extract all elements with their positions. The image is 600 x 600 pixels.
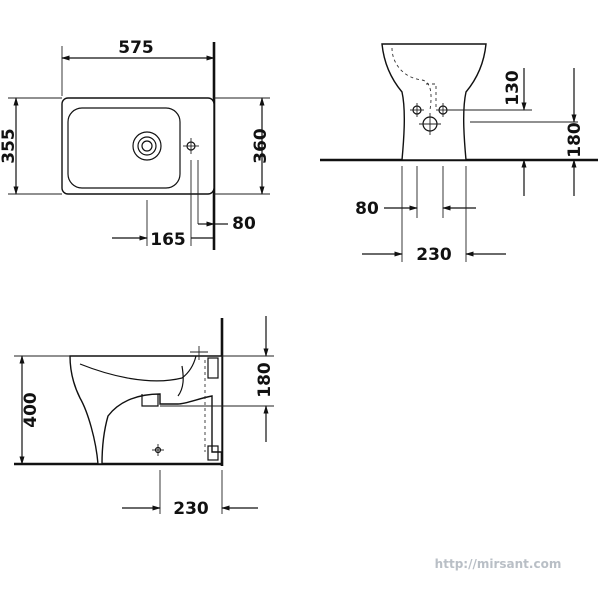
dim-outlet-height-label: 180 <box>565 122 585 158</box>
front-view: 130 180 80 230 <box>320 43 598 265</box>
side-view: 400 180 230 <box>14 316 275 519</box>
tap-hole-icon <box>183 138 199 154</box>
dim-rim-height-label: 400 <box>21 392 41 428</box>
dim-width-label: 575 <box>118 38 154 58</box>
dim-tap-offset-label: 165 <box>150 230 186 250</box>
watermark-text: http://mirsant.com <box>435 557 562 571</box>
dim-depth-left-label: 355 <box>0 128 19 164</box>
trap-outlet <box>141 394 159 407</box>
dim-bolt-spacing-label: 80 <box>355 199 379 219</box>
bowl-outline <box>67 107 181 189</box>
top-view: 575 355 360 165 80 <box>0 38 271 250</box>
fixing-point-icon <box>152 444 164 456</box>
dim-inlet-height-label: 130 <box>503 70 523 106</box>
tap-crosshair-icon <box>190 346 208 360</box>
dim-side-outlet-height-label: 180 <box>255 362 275 398</box>
dim-base-width-label: 230 <box>416 245 452 265</box>
dim-outlet-distance-label: 230 <box>173 499 209 519</box>
bolt-hole-left-icon <box>410 103 424 117</box>
drain-icon <box>132 131 162 161</box>
outlet-icon <box>419 113 441 135</box>
trap-dashed <box>391 47 432 111</box>
dim-wall-gap-label: 80 <box>232 214 256 234</box>
bidet-front-outline <box>381 43 487 161</box>
dim-depth-right-label: 360 <box>251 128 271 164</box>
bidet-side-outline <box>69 355 223 465</box>
